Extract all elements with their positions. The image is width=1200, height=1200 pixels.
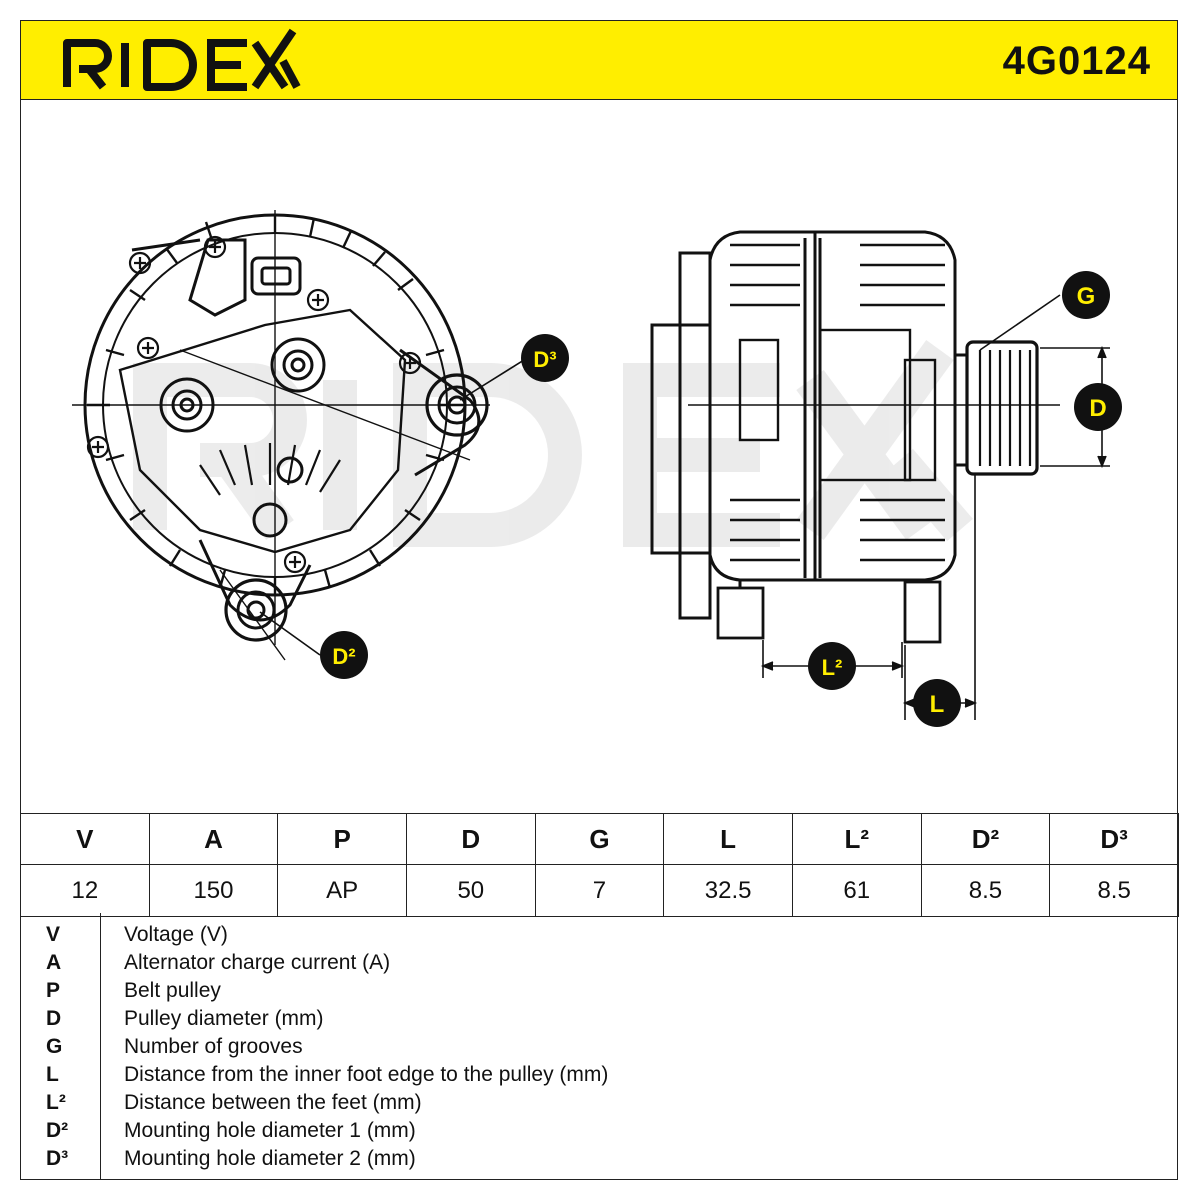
specs-value-cell: 12 [20,864,150,917]
callout-d: D [1074,383,1122,431]
legend-key: G [46,1035,63,1058]
legend-desc: Pulley diameter (mm) [124,1007,324,1030]
callout-d2: D² [320,631,368,679]
specs-header-cell: L² [791,813,922,865]
front-view [72,210,541,661]
specs-value-cell: 32.5 [663,864,793,917]
specs-header-cell: A [148,813,279,865]
legend-key: D [46,1007,62,1030]
legend-item: L Distance from the inner foot edge to t… [20,1061,1170,1089]
legend-desc: Voltage (V) [124,923,228,946]
legend-item: A Alternator charge current (A) [20,949,1170,977]
callout-l2: L² [808,642,856,690]
specs-value-row: 12 150 AP 50 7 32.5 61 8.5 8.5 [20,864,1179,917]
legend-desc: Number of grooves [124,1035,303,1058]
specs-value-cell: 8.5 [920,864,1051,917]
svg-text:D³: D³ [533,347,556,372]
specs-header-cell: L [663,813,793,865]
legend-desc: Mounting hole diameter 1 (mm) [124,1119,416,1142]
specs-value-cell: 7 [534,864,665,917]
specs-header-row: V A P D G L L² D² D³ [20,813,1179,865]
legend-desc: Mounting hole diameter 2 (mm) [124,1147,416,1170]
legend-item: D³ Mounting hole diameter 2 (mm) [20,1145,1170,1173]
specs-value-cell: AP [277,864,407,917]
specs-value-cell: 150 [148,864,279,917]
legend-key: A [46,951,62,974]
svg-text:G: G [1077,283,1096,310]
side-view [650,230,1110,720]
svg-text:L²: L² [822,655,843,680]
svg-text:L: L [930,691,945,718]
specs-header-cell: V [20,813,150,865]
specs-value-cell: 50 [405,864,536,917]
specs-value-cell: 8.5 [1049,864,1179,917]
legend-key: D² [46,1119,69,1142]
svg-text:D²: D² [332,644,355,669]
legend-desc: Alternator charge current (A) [124,951,391,974]
specs-table: V A P D G L L² D² D³ 12 150 AP 50 7 32.5… [20,813,1179,917]
legend-item: V Voltage (V) [20,921,1170,949]
legend-item: D Pulley diameter (mm) [20,1005,1170,1033]
header-bar: 4G0124 [20,20,1178,100]
legend-divider [100,913,101,1180]
legend-key: L [46,1063,59,1086]
legend-desc: Distance from the inner foot edge to the… [124,1063,609,1086]
brand-logo [45,21,325,104]
legend: V Voltage (V) A Alternator charge curren… [20,913,1178,1180]
callout-g: G [1062,271,1110,319]
legend-key: D³ [46,1147,69,1170]
specs-header-cell: G [534,813,665,865]
alternator-drawing: D³ D² G D L² L [72,210,1122,727]
legend-item: P Belt pulley [20,977,1170,1005]
specs-header-cell: P [277,813,407,865]
legend-item: D² Mounting hole diameter 1 (mm) [20,1117,1170,1145]
legend-item: L² Distance between the feet (mm) [20,1089,1170,1117]
specs-header-cell: D³ [1049,813,1179,865]
legend-key: L² [46,1091,66,1114]
callout-l: L [913,679,961,727]
specs-header-cell: D [405,813,536,865]
legend-desc: Distance between the feet (mm) [124,1091,422,1114]
legend-key: V [46,923,61,946]
specs-header-cell: D² [920,813,1051,865]
legend-desc: Belt pulley [124,979,221,1002]
svg-text:D: D [1089,395,1106,422]
legend-item: G Number of grooves [20,1033,1170,1061]
specs-value-cell: 61 [791,864,922,917]
legend-key: P [46,979,61,1002]
callout-d3: D³ [521,334,569,382]
part-number: 4G0124 [1002,39,1151,83]
